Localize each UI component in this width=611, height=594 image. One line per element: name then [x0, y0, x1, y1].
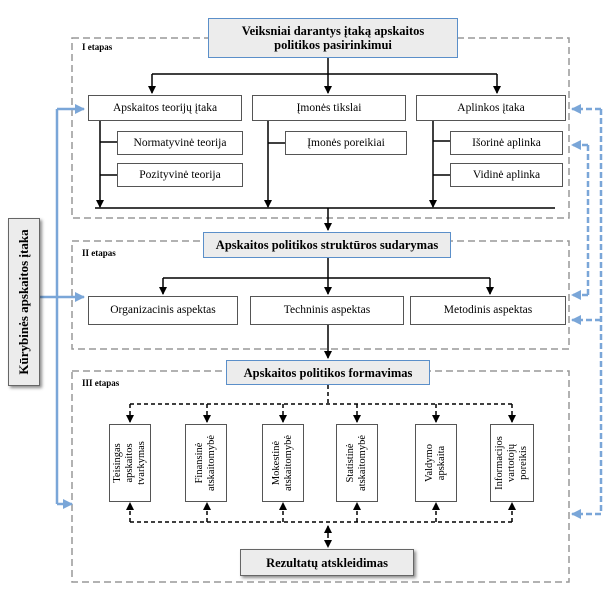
side-label: Kūrybinės apskaitos įtaka: [16, 229, 31, 375]
item-company-needs: Įmonės poreikiai: [285, 131, 407, 155]
item-positive-theory: Pozityvinė teorija: [117, 163, 243, 187]
aspect-technical: Techninis aspektas: [250, 296, 404, 325]
item-external-environment: Išorinė aplinka: [450, 131, 563, 155]
stage2-label: II etapas: [82, 248, 116, 258]
item-internal-environment: Vidinė aplinka: [450, 163, 563, 187]
group-company-goals: Įmonės tikslai: [252, 95, 406, 121]
stage2-title: Apskaitos politikos struktūros sudarymas: [203, 232, 451, 258]
diagram-title: Veiksniai darantys įtaką apskaitos polit…: [208, 18, 458, 58]
stage1-label: I etapas: [82, 42, 113, 52]
creative-accounting-side-box: Kūrybinės apskaitos įtaka: [8, 218, 40, 386]
group-accounting-theories: Apskaitos teorijų įtaka: [88, 95, 242, 121]
item-normative-theory: Normatyvinė teorija: [117, 131, 243, 155]
stage3-label: III etapas: [82, 378, 120, 388]
stage1-frame: [71, 37, 570, 219]
stage3-title: Apskaitos politikos formavimas: [226, 360, 430, 385]
result-box: Rezultatų atskleidimas: [240, 549, 414, 576]
aspect-organizational: Organizacinis aspektas: [88, 296, 238, 325]
group-environment: Aplinkos įtaka: [416, 95, 566, 121]
aspect-methodical: Metodinis aspektas: [410, 296, 566, 325]
